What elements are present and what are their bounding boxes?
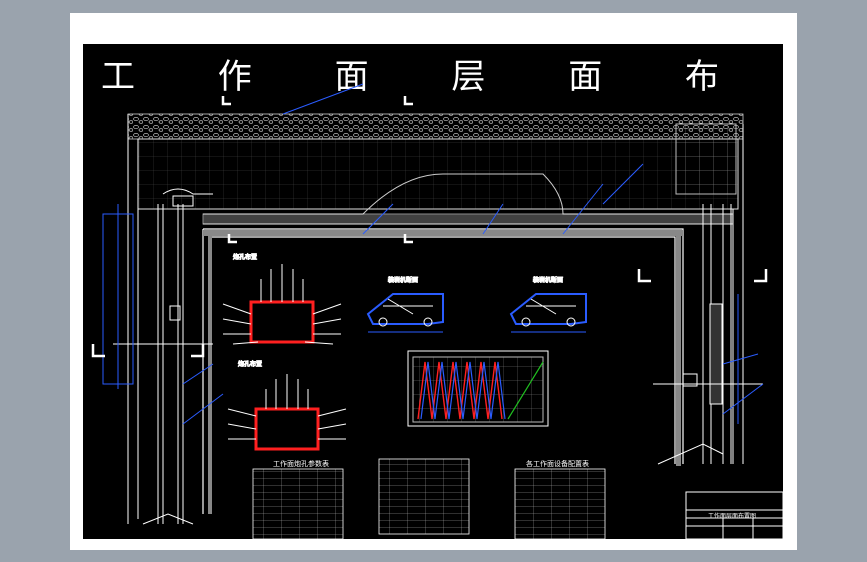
data-tables <box>252 458 606 539</box>
table-3-title: 各工作面设备配置表 <box>526 460 589 468</box>
title-block <box>685 491 783 539</box>
section-markers <box>91 96 768 358</box>
left-shaft <box>102 188 213 525</box>
blast-pattern-top: 炮孔布置 <box>222 253 342 345</box>
right-shaft <box>653 123 763 465</box>
svg-text:装岩机断面: 装岩机断面 <box>533 276 563 284</box>
equipment-section-right: 装岩机断面 <box>509 276 587 333</box>
table-3 <box>514 468 606 539</box>
drawing-title: 工 作 面 层 面 布 置 图 <box>101 57 783 97</box>
svg-text:装岩机断面: 装岩机断面 <box>388 276 418 284</box>
equipment-section-left: 装岩机断面 <box>366 276 444 333</box>
table-1 <box>252 468 344 539</box>
cad-drawing: 炮孔布置 炮孔布置 装岩机断面 装岩机断面 <box>91 83 783 539</box>
roof-rock-strip <box>127 113 744 140</box>
blast-pattern-bottom: 炮孔布置 <box>227 360 347 451</box>
drawing-canvas: 工 作 面 层 面 布 置 图 <box>83 44 783 539</box>
title-block-label: 工作面层面布置图 <box>708 513 757 520</box>
table-2 <box>378 458 470 535</box>
leader-lines <box>182 83 764 425</box>
svg-text:炮孔布置: 炮孔布置 <box>233 253 257 261</box>
upper-gallery <box>127 114 744 524</box>
table-1-title: 工作面炮孔参数表 <box>273 460 329 468</box>
cycle-chart <box>407 350 549 427</box>
svg-text:炮孔布置: 炮孔布置 <box>238 360 262 368</box>
